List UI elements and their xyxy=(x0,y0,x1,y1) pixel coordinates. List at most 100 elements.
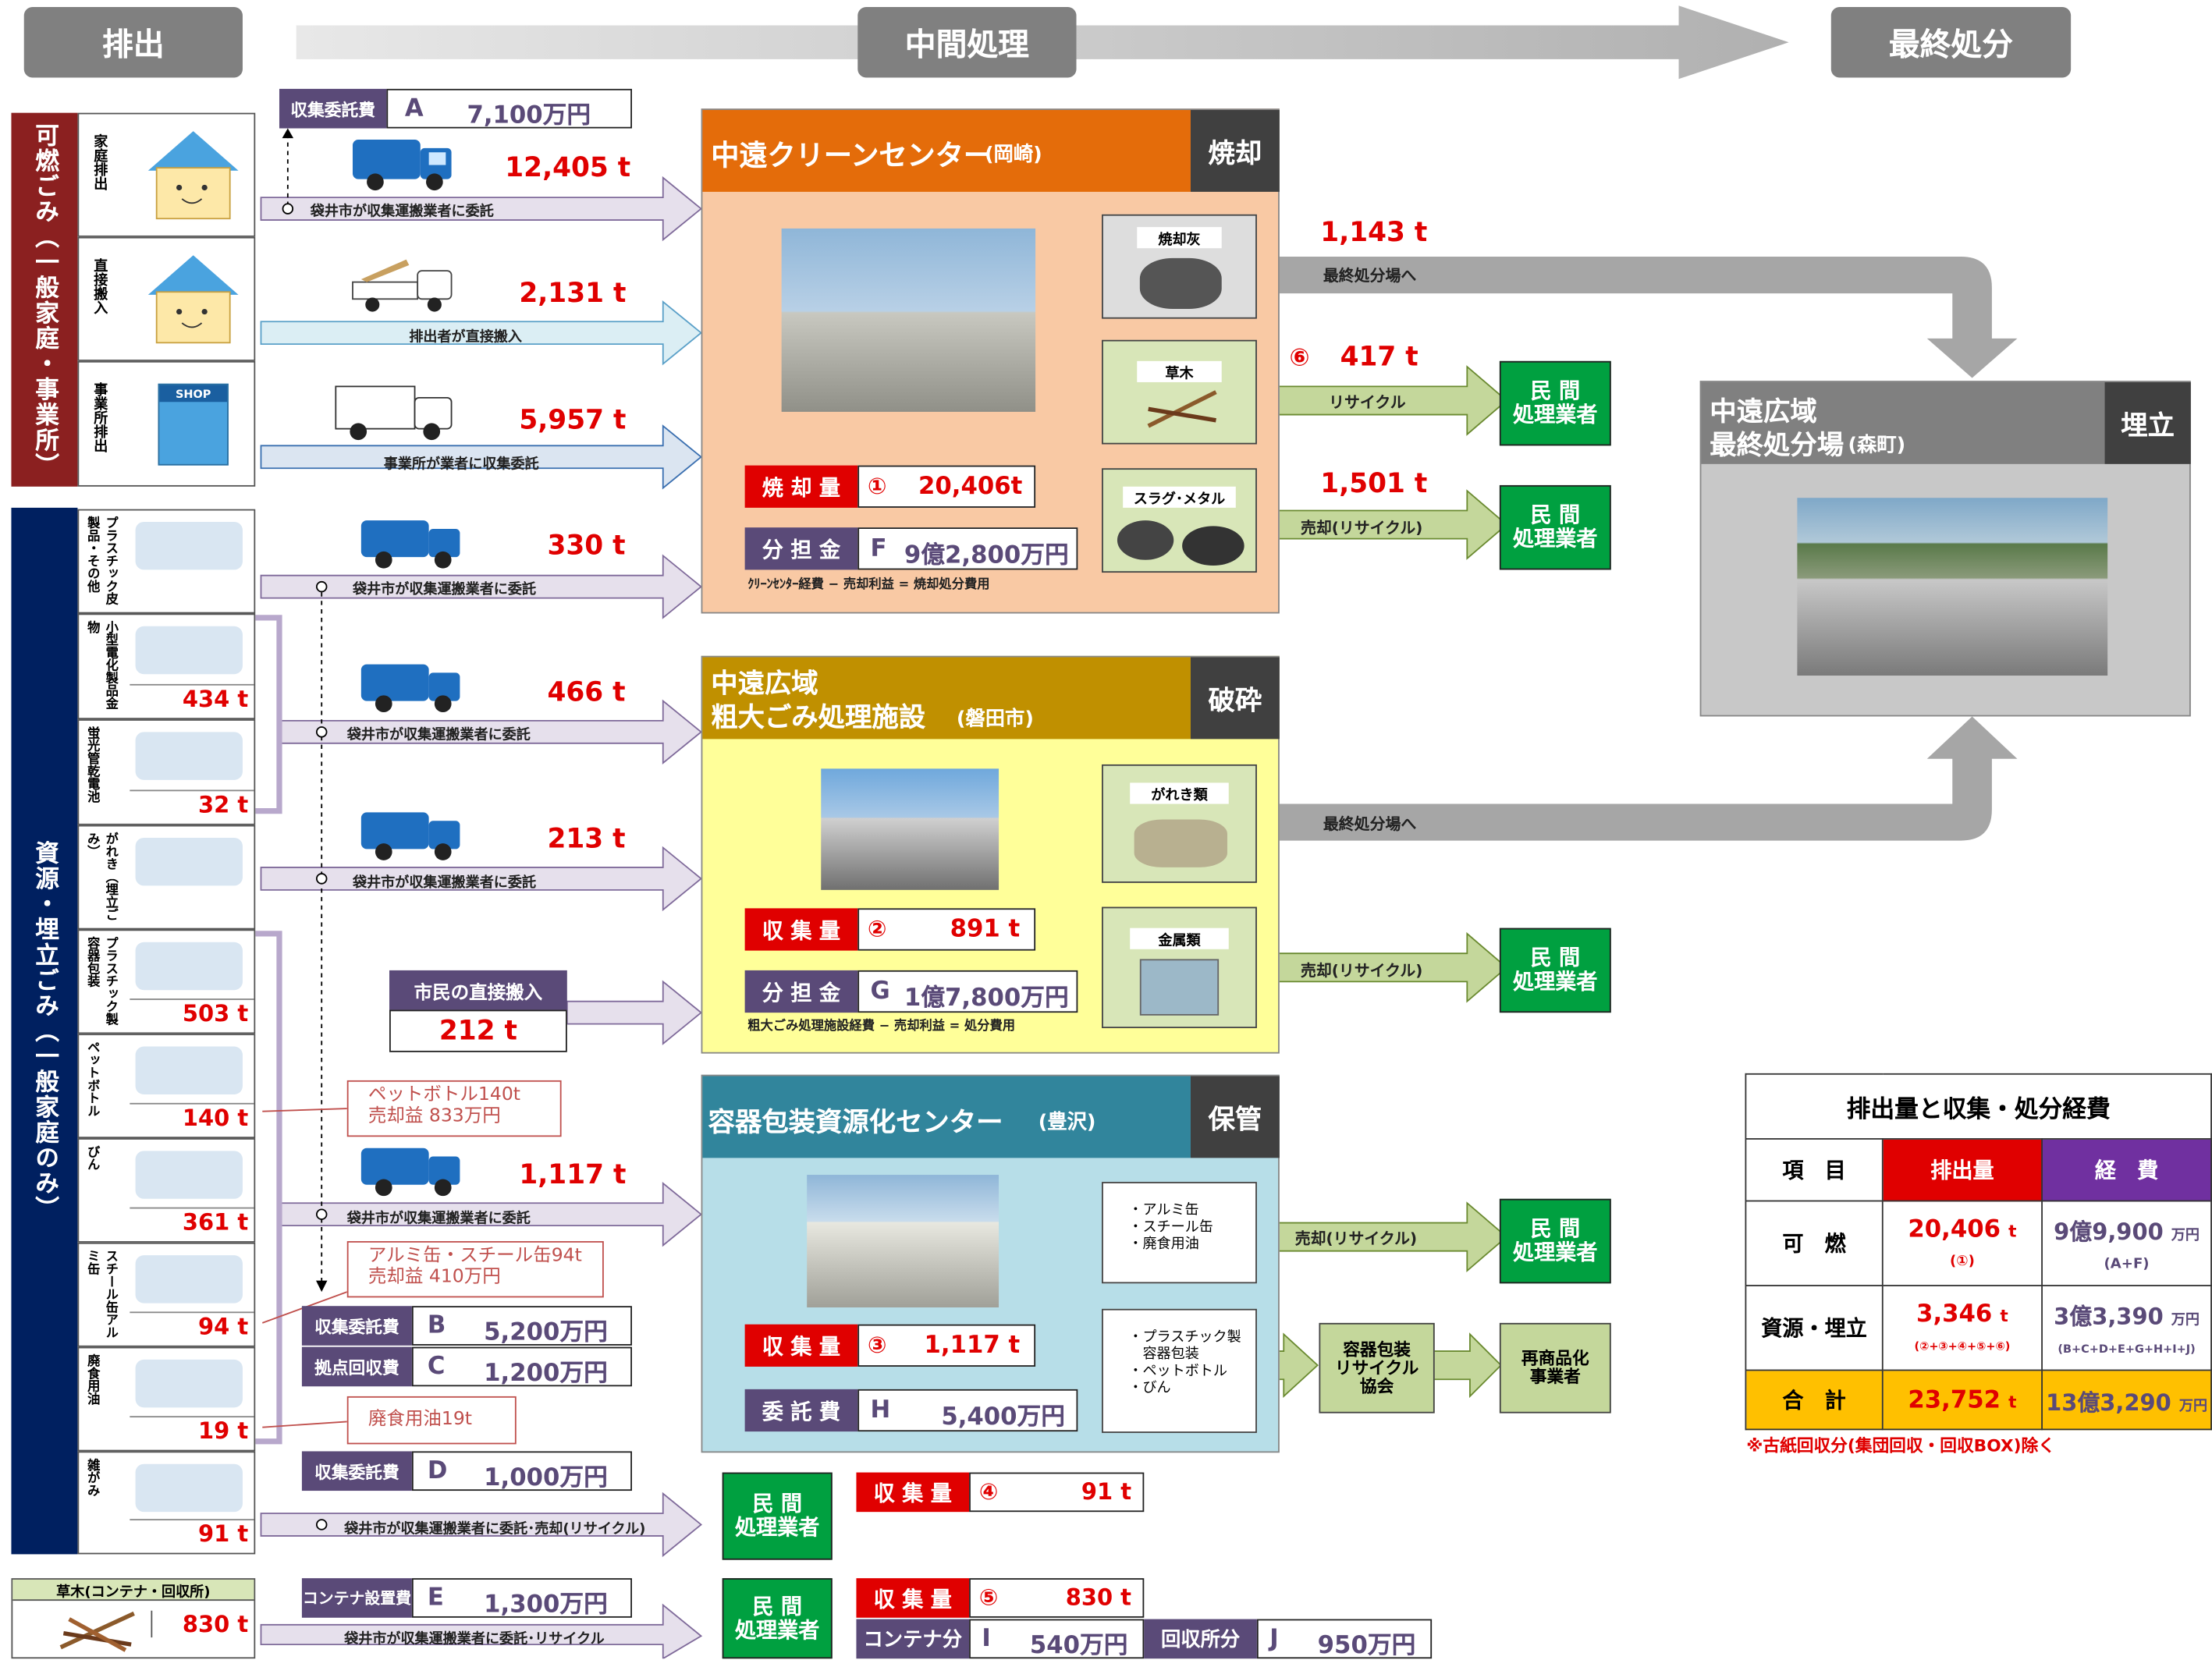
shigen-row-label: プラスチック皮製品・その他 xyxy=(84,516,118,605)
rubble-icon xyxy=(1134,819,1227,867)
white-truck-icon xyxy=(335,385,453,441)
sodai-qty-num: ② xyxy=(867,915,887,942)
fee-d-value: 1,000万円 xyxy=(484,1463,608,1492)
fee-e-label: コンテナ設置費 xyxy=(301,1578,412,1618)
shigen-row-amount: 434 t xyxy=(130,683,254,712)
item-icon xyxy=(135,732,243,780)
zatsugami-caption: 袋井市が収集運搬業者に委託･売却(リサイクル) xyxy=(344,1521,646,1538)
shigen-row-label: プラスチック製容器包装 xyxy=(84,936,118,1026)
private-processor-5: 民 間 処理業者 xyxy=(722,1578,833,1659)
metal-box: 金属類 xyxy=(1102,906,1257,1029)
shigen-row-amount: 361 t xyxy=(130,1207,254,1236)
reproduce-box: 再商品化 事業者 xyxy=(1499,1322,1611,1413)
fee-a-letter: A xyxy=(404,94,424,123)
q4-box: ④ 91 t xyxy=(969,1472,1145,1513)
ash-label: 焼却灰 xyxy=(1137,227,1222,249)
q4-num: ④ xyxy=(978,1477,999,1506)
shigen-plastic-amount: 330 t xyxy=(547,530,626,562)
q5-value: 830 t xyxy=(1065,1584,1132,1611)
shigen-row-amount: 32 t xyxy=(130,789,254,818)
fee-b-label: 収集委託費 xyxy=(301,1306,412,1346)
clean-center-process: 焼却 xyxy=(1190,110,1280,192)
summary-row-cunit: 万円 xyxy=(2171,1313,2200,1329)
direct-carry-label: 市民の直接搬入 xyxy=(389,970,567,1010)
fee-a-value: 7,100万円 xyxy=(467,101,591,130)
shigen-rubble-amount: 213 t xyxy=(547,823,626,855)
kanen-direct-caption: 排出者が直接搬入 xyxy=(409,330,522,346)
q4-label: 収 集 量 xyxy=(856,1472,970,1513)
summary-row-amount-cell: 20,406 t(①) xyxy=(1881,1200,2043,1286)
item-icon xyxy=(135,626,243,675)
branches-icon xyxy=(59,1611,135,1652)
landfill-process: 埋立 xyxy=(2104,381,2191,464)
summary-row-amount: 20,406 xyxy=(1908,1215,2001,1244)
clean-center-title: 中遠クリーンセンター xyxy=(711,138,992,172)
rubble-label: がれき類 xyxy=(1130,782,1229,804)
summary-total-amount-cell: 23,752 t xyxy=(1881,1369,2043,1431)
summary-row-cunit: 万円 xyxy=(2171,1228,2200,1244)
summary-total-unit: t xyxy=(2008,1391,2017,1411)
shigen-row: がれき（埋立ごみ） xyxy=(77,825,256,930)
metal-label: 金属類 xyxy=(1130,928,1229,949)
summary-total-cost: 13億3,290 xyxy=(2046,1388,2171,1416)
ash-pile-icon xyxy=(1139,257,1222,309)
q4-value: 91 t xyxy=(1081,1477,1132,1506)
fee-d-letter: D xyxy=(427,1456,448,1485)
arrow-ash-to-landfill xyxy=(1241,257,2018,378)
shigen-row-amount: 140 t xyxy=(130,1102,254,1131)
private-processor-can: 民 間 処理業者 xyxy=(1499,1198,1611,1284)
rubble-box: がれき類 xyxy=(1102,764,1257,883)
shop-icon: SHOP xyxy=(158,383,229,466)
clean-fee-label: 分 担 金 xyxy=(744,527,858,570)
yoki-box-cans: ・アルミ缶 ・スチール缶 ・廃食用油 xyxy=(1102,1182,1257,1284)
kanen-direct-amount: 2,131 t xyxy=(519,278,627,309)
fee-b-letter: B xyxy=(427,1311,446,1340)
sodai-photo xyxy=(821,768,999,890)
landfill-title-2: 最終処分場 xyxy=(1710,430,1845,462)
yoki-qty-num: ③ xyxy=(867,1331,887,1359)
slag-amount: 1,501 t xyxy=(1320,468,1428,500)
sodai-title-1: 中遠広域 xyxy=(711,668,818,700)
sodai-qty-value: 891 t xyxy=(950,915,1021,944)
slag-label: スラグ･メタル xyxy=(1123,486,1236,508)
landfill-title-1: 中遠広域 xyxy=(1710,396,1817,427)
can-flow-label: 売却(リサイクル) xyxy=(1294,1229,1418,1249)
shigen-row-amount: 91 t xyxy=(130,1519,254,1547)
arrow-rubble-to-landfill xyxy=(1241,716,2018,841)
summary-row-cost: 9億9,900 xyxy=(2054,1218,2164,1246)
shigen-row-amount: 503 t xyxy=(130,998,254,1027)
summary-row-sub: (②+③+④+⑤+⑥) xyxy=(1914,1339,2011,1353)
kanen-home-caption: 袋井市が収集運搬業者に委託 xyxy=(310,204,494,221)
summary-footnote: ※古紙回収分(集団回収・回収BOX)除く xyxy=(1746,1435,2055,1456)
metal-items-icon xyxy=(1139,959,1220,1016)
direct-carry-amount: 212 t xyxy=(389,1009,567,1052)
grass-box: 草木 xyxy=(1102,339,1257,445)
private-processor-slag: 民 間 処理業者 xyxy=(1499,484,1611,570)
clean-qty-label: 焼 却 量 xyxy=(744,465,858,508)
arrow-shigen-direct xyxy=(566,980,703,1045)
grass-label: 草木 xyxy=(1137,360,1222,382)
summary-table: 排出量と収集・処分経費 項 目 排出量 経 費 可 燃 20,406 t(①) … xyxy=(1745,1073,2212,1431)
kanen-row-home: 家庭排出 xyxy=(77,112,256,237)
sodai-note: 粗大ごみ処理施設経費 − 売却利益 = 処分費用 xyxy=(747,1020,1016,1034)
summary-row-name: 可 燃 xyxy=(1745,1200,1884,1286)
fee-c-value: 1,200万円 xyxy=(484,1359,608,1389)
shigen-row-label: 小型電化製品金物 xyxy=(84,620,118,710)
yoki-qty-value: 1,117 t xyxy=(924,1331,1021,1360)
yoki-title: 容器包装資源化センター xyxy=(708,1107,1003,1139)
summary-row-csub: (A+F) xyxy=(2104,1256,2150,1272)
kanen-row-label: 家庭排出 xyxy=(90,133,106,191)
fee-e-letter: E xyxy=(427,1584,444,1612)
summary-row-sub: (①) xyxy=(1949,1254,1975,1270)
q5-label: 収 集 量 xyxy=(856,1578,970,1618)
clean-center-loc: (岡崎) xyxy=(984,144,1042,167)
summary-col-amount: 排出量 xyxy=(1881,1138,2043,1202)
shigen-row-label: スチール缶アルミ缶 xyxy=(84,1249,118,1339)
